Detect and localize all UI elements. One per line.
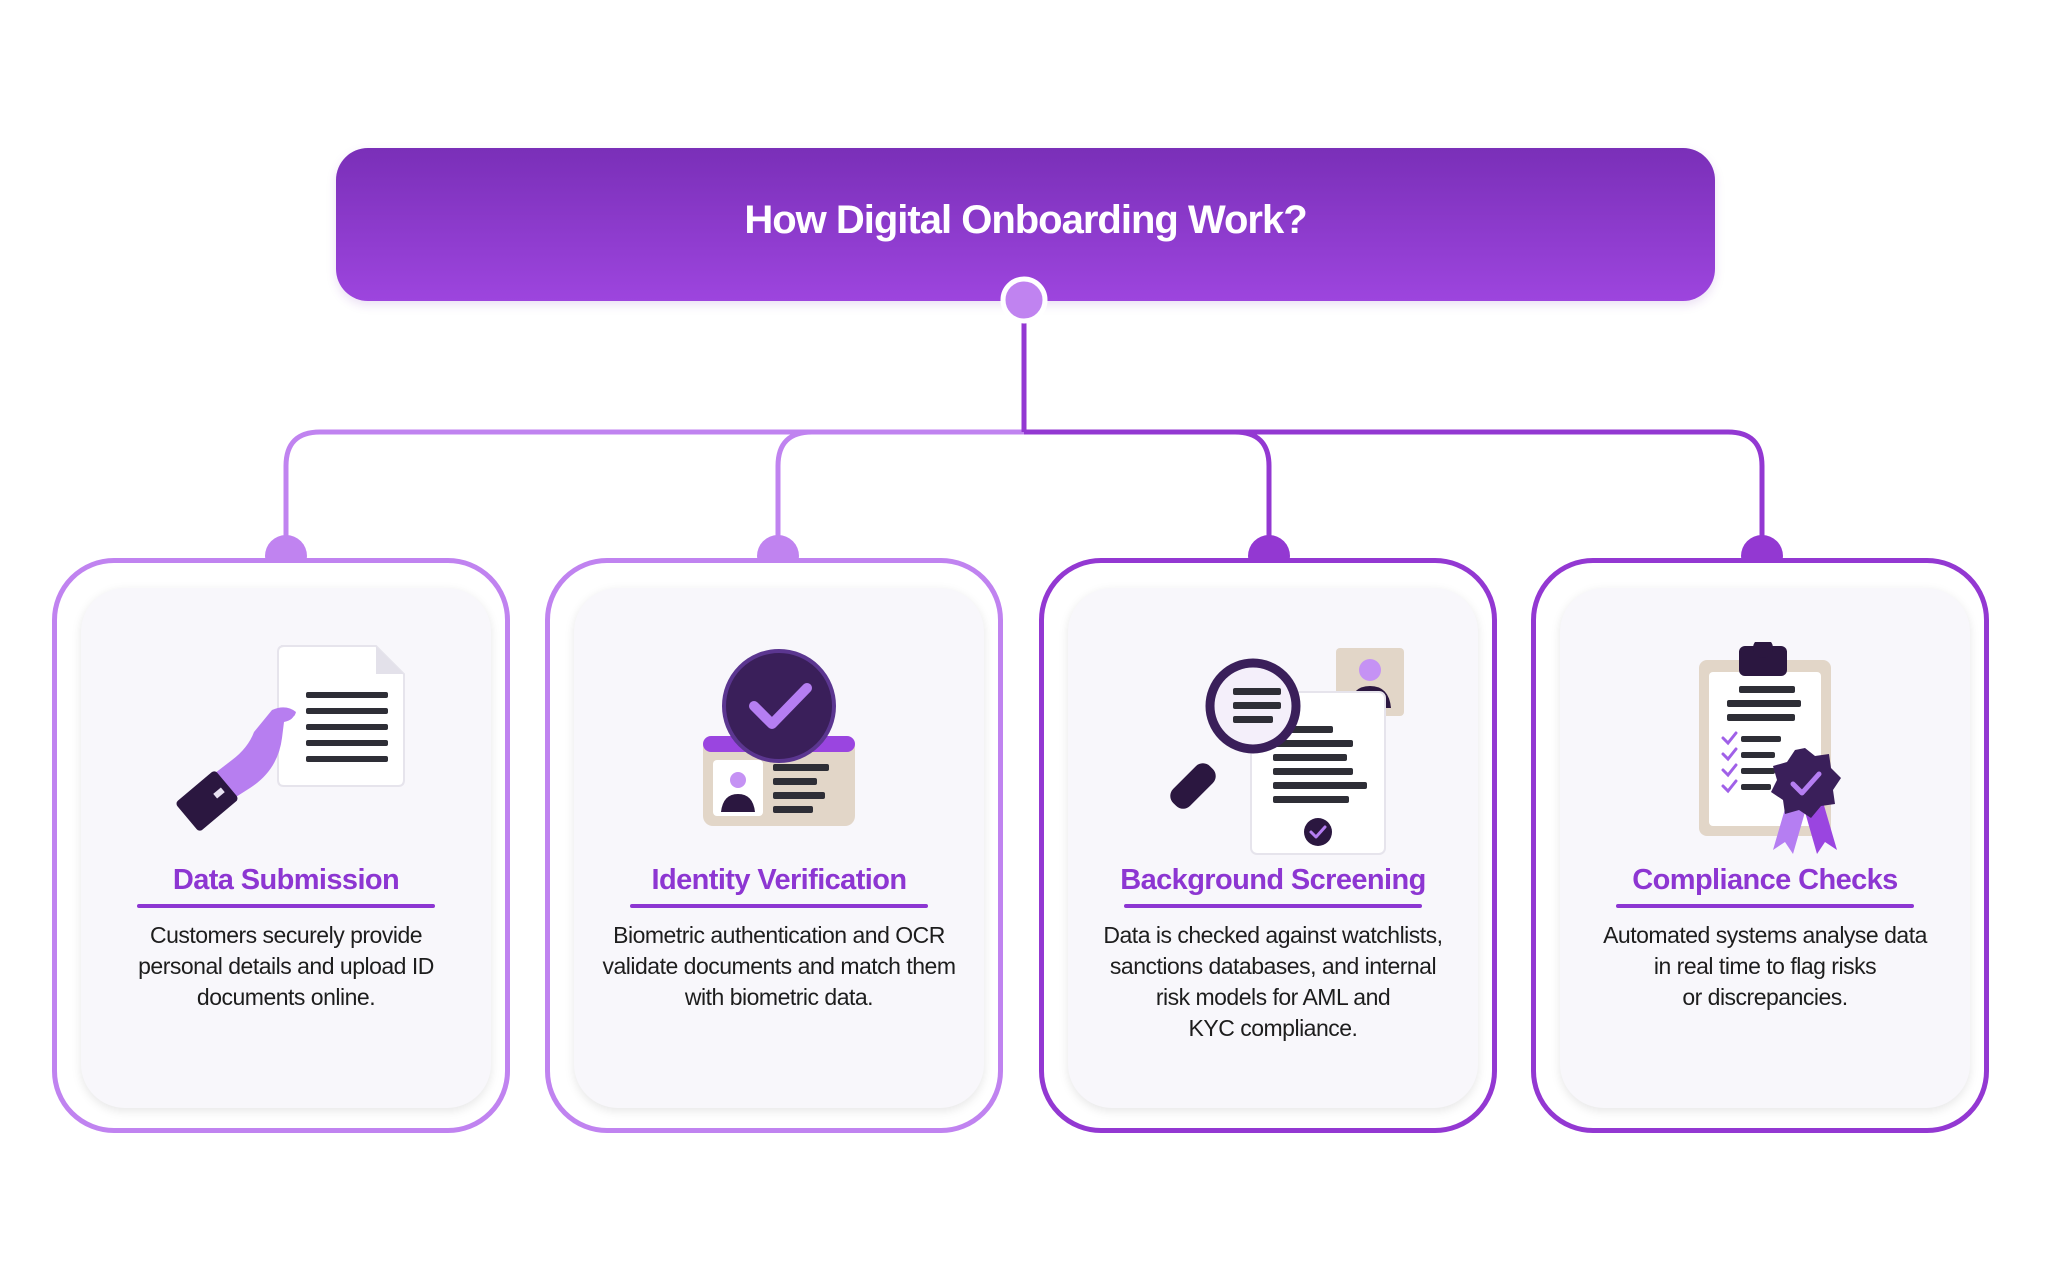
card-compliance-checks: Compliance Checks Automated systems anal… [1531, 558, 1989, 1133]
id-card-checkmark-icon [703, 649, 855, 826]
card-title: Compliance Checks [1632, 864, 1898, 896]
description-line: or discrepancies. [1682, 984, 1848, 1010]
clipboard-checklist-badge-icon [1699, 642, 1841, 854]
card-description: Automated systems analyse data in real t… [1584, 920, 1946, 1013]
description-line: validate documents and match them [602, 953, 956, 979]
card-title: Background Screening [1120, 864, 1426, 896]
card-description: Customers securely provide personal deta… [105, 920, 467, 1013]
description-line: sanctions databases, and internal [1109, 953, 1437, 979]
description-line: Data is checked against watchlists, [1103, 922, 1443, 948]
page-title: How Digital Onboarding Work? [744, 198, 1307, 242]
card-title: Identity Verification [651, 864, 908, 896]
card-data-submission: Data Submission Customers securely provi… [52, 558, 510, 1133]
description-line: Automated systems analyse data [1603, 922, 1927, 948]
magnifier-profile-document-icon [1170, 648, 1404, 855]
card-underline [630, 904, 928, 908]
description-line: risk models for AML and [1155, 984, 1391, 1010]
card-inner-panel: Identity Verification Biometric authenti… [574, 588, 984, 1108]
hand-holding-document-icon [176, 645, 405, 831]
card-underline [1124, 904, 1422, 908]
description-line: with biometric data. [684, 984, 874, 1010]
description-line: in real time to flag risks [1653, 953, 1877, 979]
header-banner: How Digital Onboarding Work? [336, 148, 1715, 301]
description-line: KYC compliance. [1188, 1015, 1358, 1041]
card-title: Data Submission [172, 864, 400, 896]
card-underline [1616, 904, 1914, 908]
card-description: Biometric authentication and OCR validat… [598, 920, 960, 1013]
card-background-screening: Background Screening Data is checked aga… [1039, 558, 1497, 1133]
card-identity-verification: Identity Verification Biometric authenti… [545, 558, 1003, 1133]
description-line: Customers securely provide [149, 922, 423, 948]
connector-dot-top [1000, 276, 1048, 324]
card-inner-panel: Data Submission Customers securely provi… [81, 588, 491, 1108]
description-line: personal details and upload ID [138, 953, 434, 979]
description-line: Biometric authentication and OCR [613, 922, 945, 948]
card-inner-panel: Compliance Checks Automated systems anal… [1560, 588, 1970, 1108]
description-line: documents online. [196, 984, 376, 1010]
card-underline [137, 904, 435, 908]
card-description: Data is checked against watchlists, sanc… [1092, 920, 1454, 1044]
card-inner-panel: Background Screening Data is checked aga… [1068, 588, 1478, 1108]
